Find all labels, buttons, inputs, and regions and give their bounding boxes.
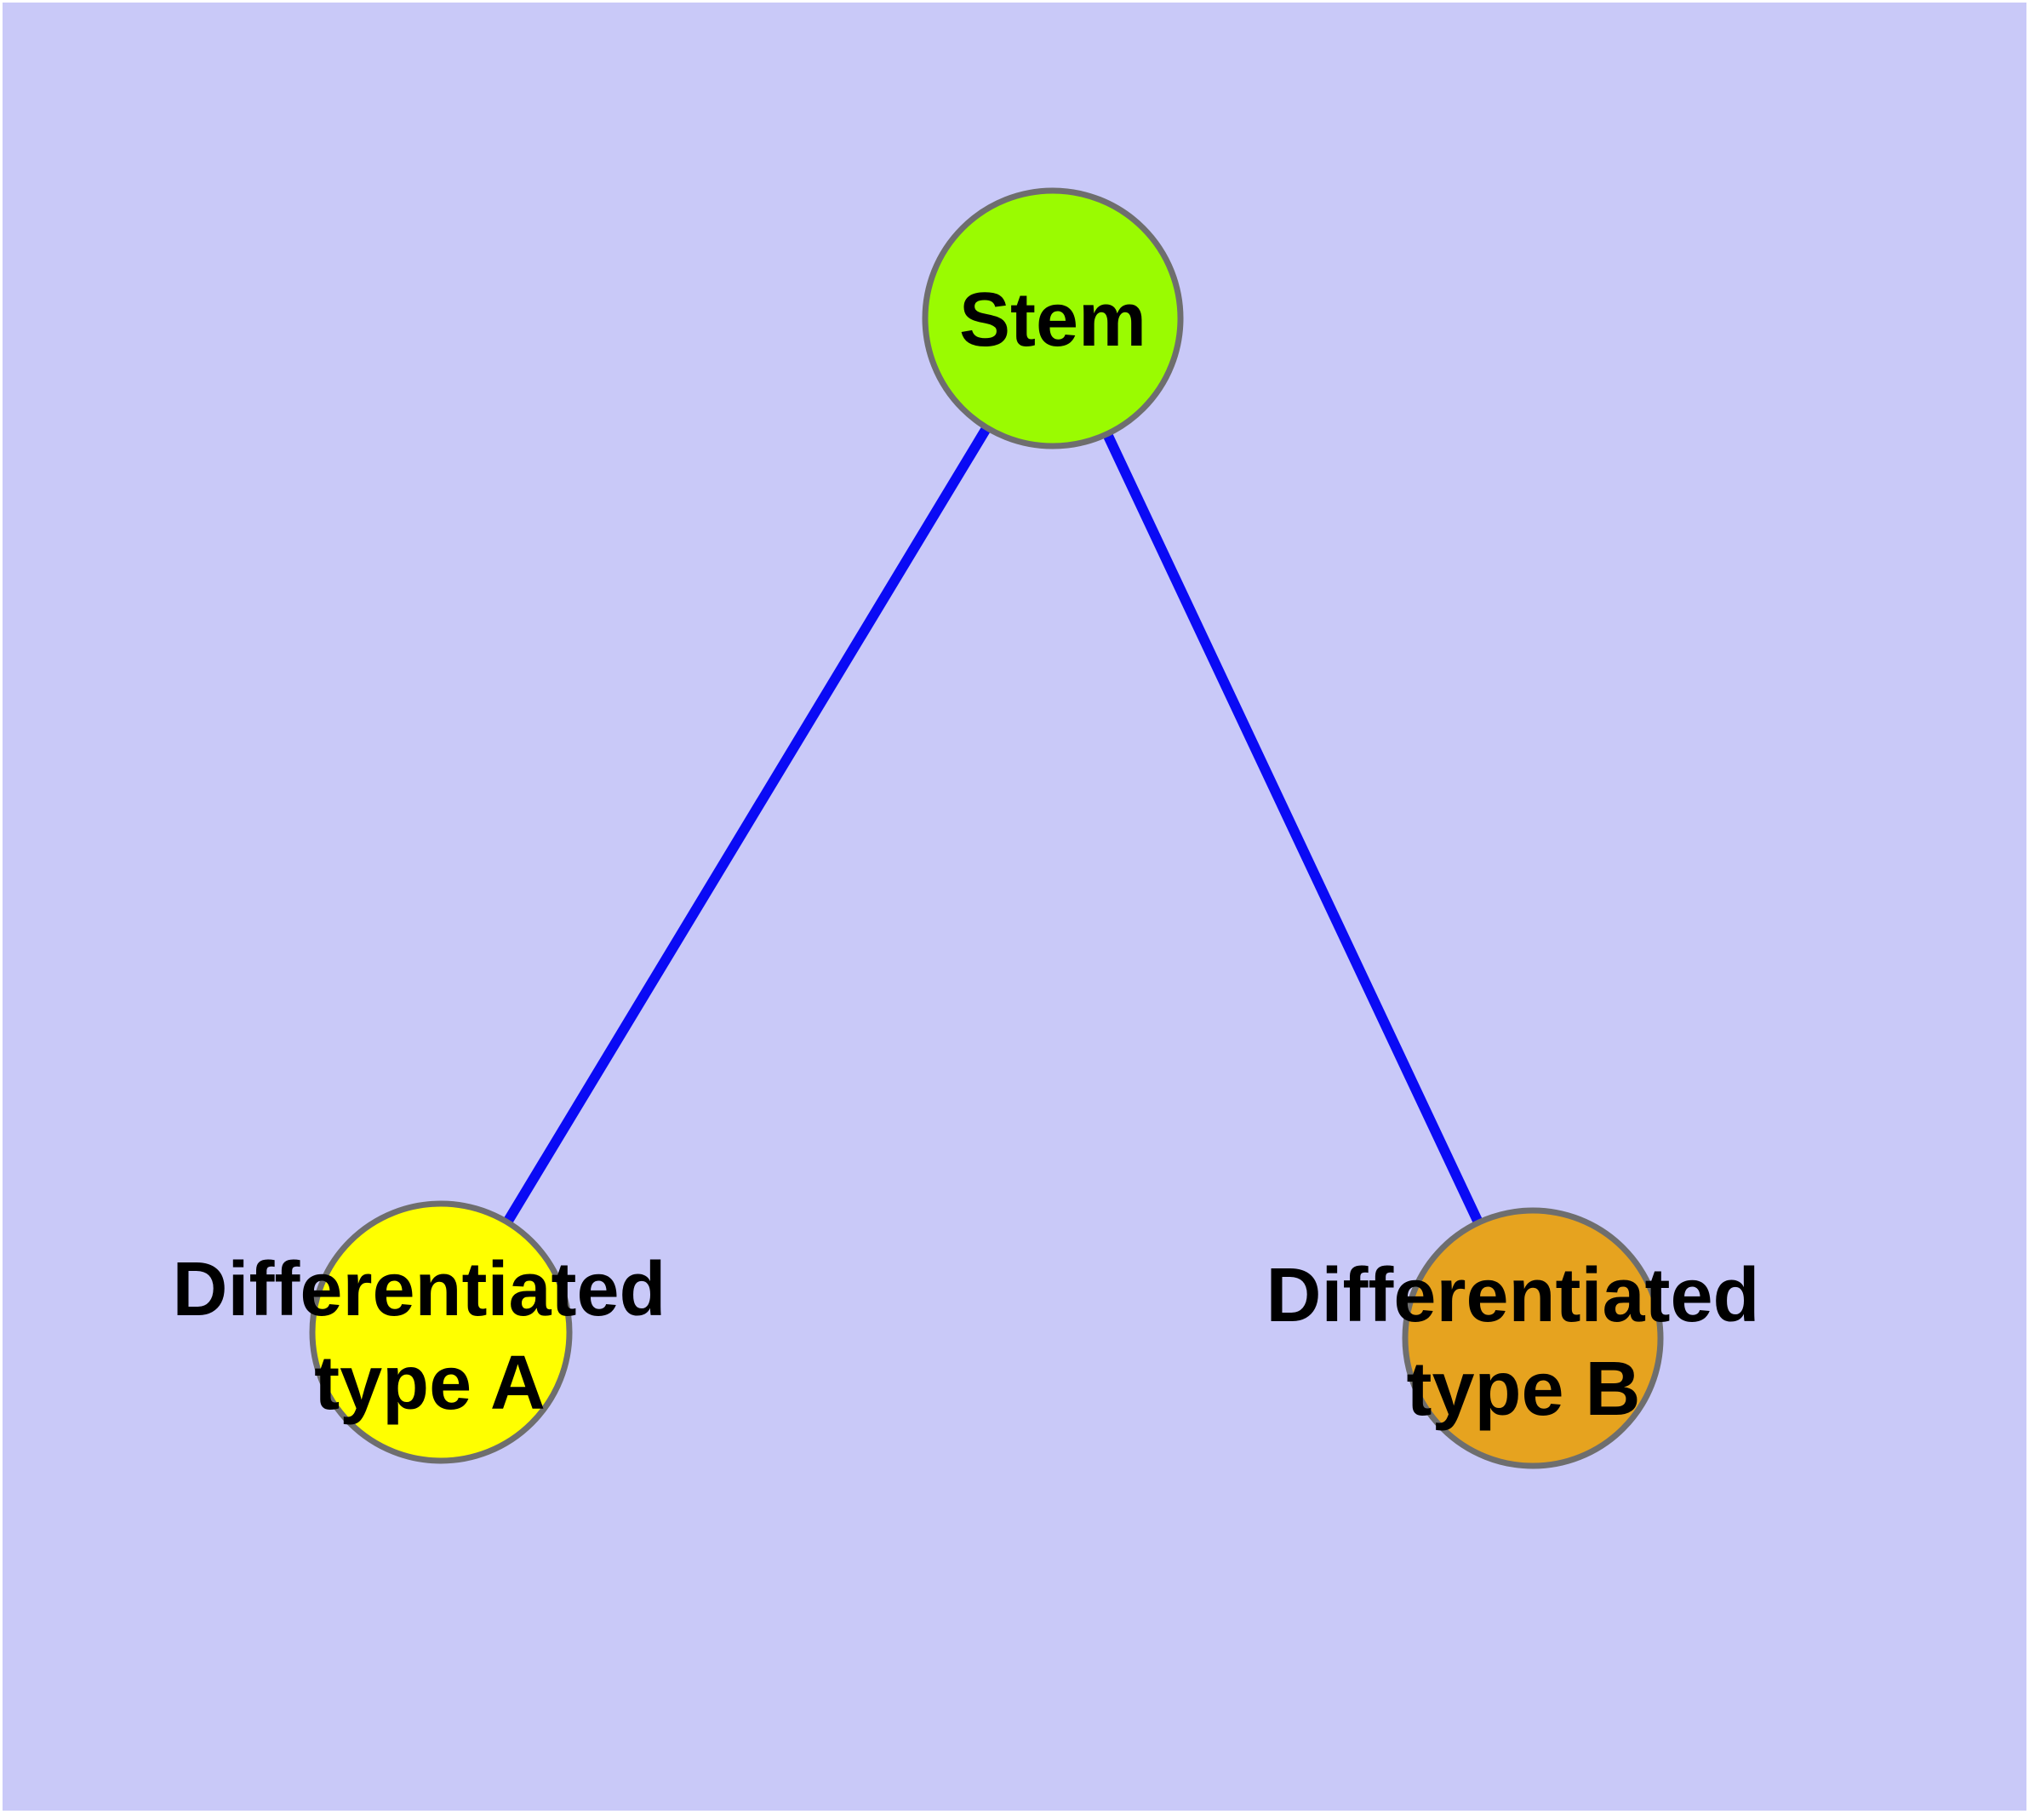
- node-differentiated-type-b: Differentiated type B: [1266, 1207, 1780, 1469]
- node-type-b-label-line1: Differentiated: [1266, 1253, 1759, 1338]
- edge-stem-to-type-a: [436, 315, 1058, 1336]
- node-type-b-shape: [1402, 1207, 1664, 1469]
- node-type-b-label: Differentiated type B: [1266, 1253, 1780, 1432]
- node-type-a-label-line1: Differentiated: [172, 1247, 666, 1332]
- node-stem: Stem: [922, 187, 1184, 449]
- node-type-a-label: Differentiated type A: [172, 1247, 687, 1426]
- node-differentiated-type-a: Differentiated type A: [172, 1200, 687, 1464]
- node-stem-shape: [922, 187, 1184, 449]
- node-type-a-label-line2: type A: [314, 1341, 546, 1426]
- node-type-b-label-line2: type B: [1406, 1347, 1640, 1432]
- node-stem-label: Stem: [959, 278, 1146, 363]
- edge-stem-to-type-b: [1048, 316, 1538, 1341]
- node-type-a-shape: [309, 1200, 573, 1464]
